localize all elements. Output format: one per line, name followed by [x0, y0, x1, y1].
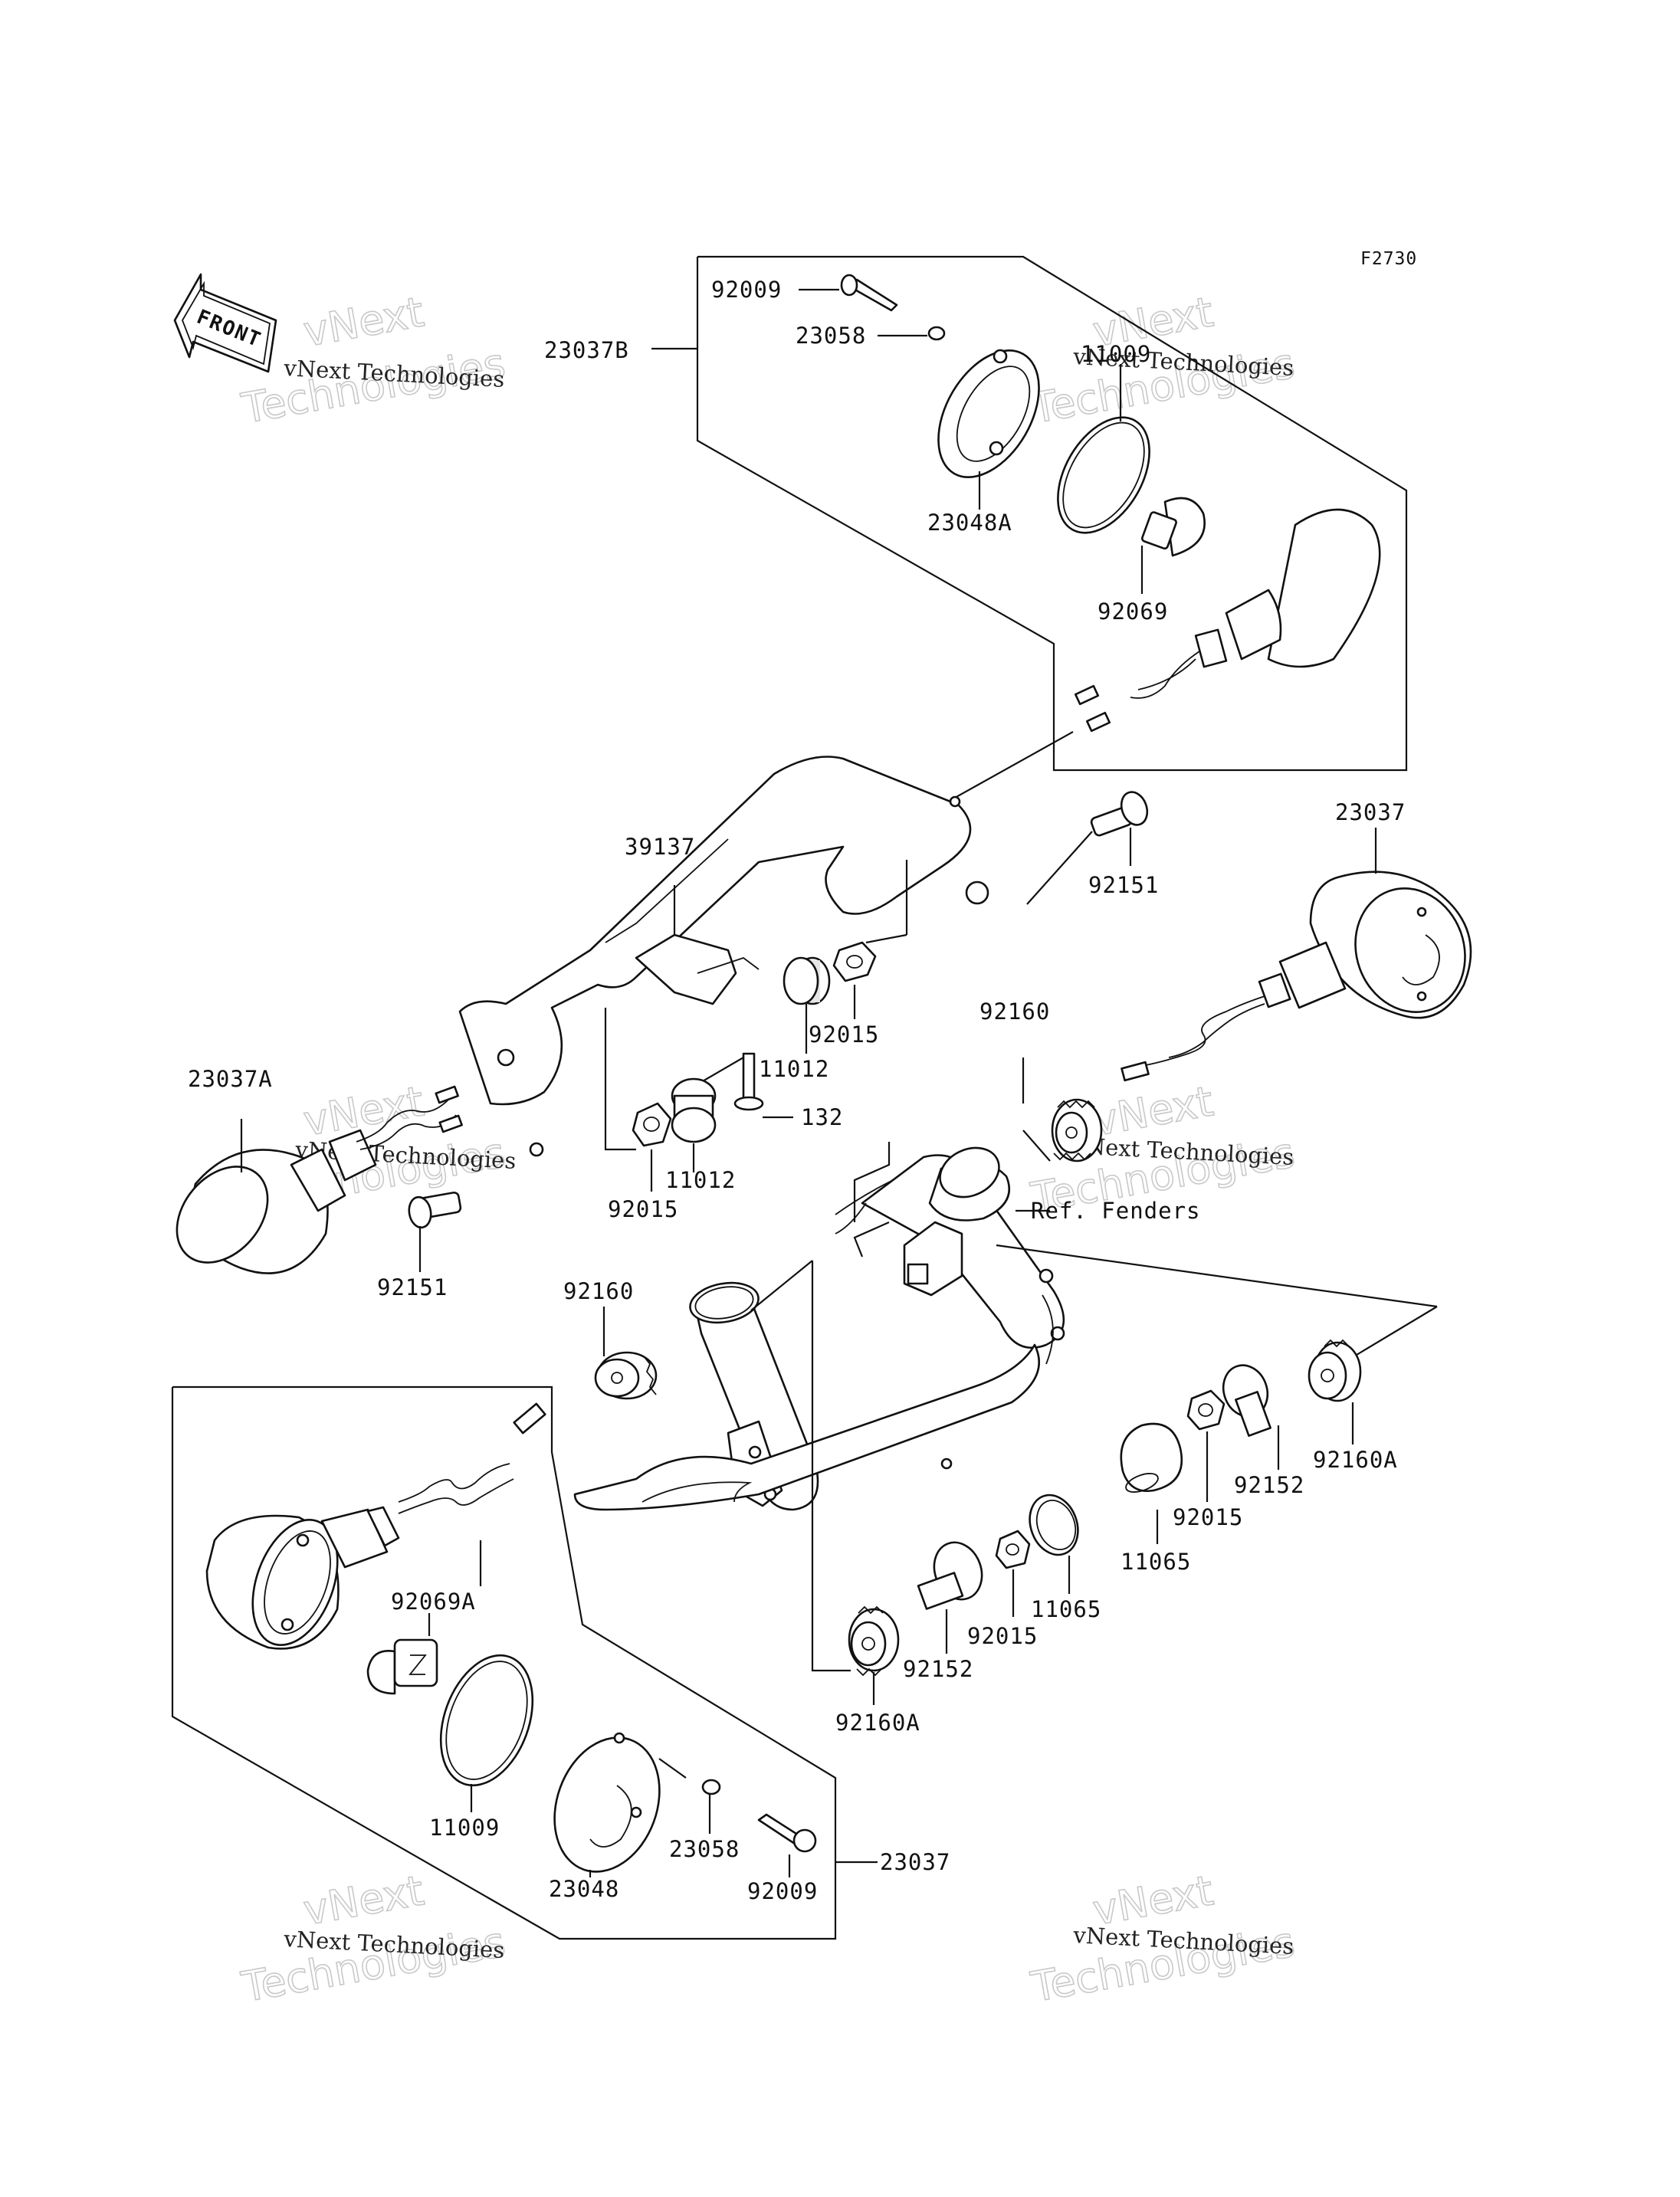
part-label-132: 132 — [801, 1104, 843, 1130]
part-label-92009: 92009 — [711, 277, 782, 303]
part-label-11009: 11009 — [429, 1815, 500, 1841]
bolt-92151-top — [1090, 791, 1149, 837]
part-label-92160: 92160 — [563, 1278, 634, 1304]
part-label-92152: 92152 — [1234, 1472, 1304, 1498]
part-label-11065: 11065 — [1031, 1596, 1101, 1622]
part-label-92015: 92015 — [608, 1196, 678, 1222]
cap-11065-upper — [1120, 1422, 1183, 1493]
lamp-body-23037 — [205, 1402, 546, 1650]
grommet-92160A-right — [1308, 1339, 1362, 1402]
leader — [811, 1261, 851, 1672]
watermark-bottom-left: vNext Technologies vNext Technologies — [238, 1866, 510, 2012]
part-label-23048A: 23048A — [927, 510, 1012, 536]
part-label-92151: 92151 — [377, 1274, 448, 1300]
watermark-big-line1: vNext — [300, 1866, 427, 1934]
lamp-23037-right — [1121, 871, 1472, 1082]
figure-code: F2730 — [1360, 249, 1417, 269]
part-label-92069: 92069 — [1098, 598, 1168, 625]
ring-11009-low — [439, 1654, 534, 1787]
sleeve-11012-lower — [671, 1077, 717, 1143]
nut-92015-upper — [832, 941, 877, 982]
nut-92015-mid — [632, 1102, 672, 1147]
bulb-92069A — [366, 1638, 438, 1695]
part-label-92151: 92151 — [1088, 872, 1159, 898]
grommet-92160A-low — [848, 1605, 900, 1677]
leader — [1026, 831, 1093, 905]
ring-11009-top — [1057, 416, 1150, 534]
part-label-23058: 23058 — [669, 1836, 740, 1862]
grommet-92160-right — [1051, 1098, 1103, 1162]
part-label-11012: 11012 — [665, 1167, 736, 1193]
part-label-23048: 23048 — [549, 1876, 619, 1902]
leader — [865, 933, 907, 944]
lamp-body-23037B — [1074, 508, 1381, 733]
part-label-11065: 11065 — [1121, 1549, 1191, 1575]
leader — [853, 1221, 890, 1258]
part-label-92015: 92015 — [809, 1021, 879, 1048]
part-label-92069A: 92069A — [391, 1589, 476, 1615]
part-label-39137: 39137 — [625, 834, 695, 860]
part-label-92160A: 92160A — [835, 1710, 920, 1736]
watermark-bottom-right: vNext Technologies vNext Technologies — [1027, 1866, 1299, 2012]
leader — [853, 1142, 891, 1222]
nut-23058-top — [927, 326, 946, 341]
part-label-92015: 92015 — [1173, 1504, 1243, 1530]
part-label-23037: 23037 — [880, 1849, 950, 1875]
watermark-top-left: vNext Technologies vNext Technologies — [238, 287, 510, 434]
part-label-23037B: 23037B — [544, 337, 629, 363]
leader — [996, 1244, 1438, 1308]
lens-23048A — [937, 349, 1040, 478]
sleeve-11012-upper — [783, 956, 831, 1005]
cap-11065-lower — [1029, 1494, 1079, 1556]
leader — [604, 1008, 636, 1151]
part-label-92015: 92015 — [967, 1623, 1038, 1649]
part-label-92152: 92152 — [903, 1656, 973, 1682]
watermark-big-line1: vNext — [300, 287, 427, 356]
leader — [1022, 1130, 1051, 1162]
assembly-outline-23037B — [696, 255, 1408, 772]
part-label-92009: 92009 — [747, 1878, 818, 1904]
part-label-92160A: 92160A — [1313, 1447, 1398, 1473]
watermark-top-right: vNext Technologies vNext Technologies — [1027, 287, 1299, 434]
screw-92009-top — [840, 274, 898, 312]
lens-23048 — [553, 1732, 661, 1873]
nut-23058-low — [701, 1779, 721, 1795]
bolt-132 — [733, 1052, 764, 1111]
assembly-outline-23037 — [171, 1385, 837, 1940]
leader — [701, 1057, 744, 1083]
fender-frame — [573, 1146, 1065, 1511]
part-label-23058: 23058 — [796, 323, 866, 349]
front-arrow-icon: FRONT — [173, 273, 277, 373]
nut-92015-low — [995, 1530, 1031, 1569]
lamp-23037A-left — [176, 1085, 463, 1274]
leader — [750, 1260, 813, 1311]
part-label-92160: 92160 — [979, 998, 1050, 1025]
part-label-11009: 11009 — [1081, 341, 1151, 367]
grommet-92160-left — [594, 1351, 658, 1400]
collar-92152-right — [1222, 1364, 1271, 1437]
bolt-92151-left — [408, 1191, 462, 1229]
collar-92152-low — [917, 1541, 983, 1610]
bulb-92069 — [1141, 497, 1206, 557]
ref-fenders-label: Ref. Fenders — [1031, 1198, 1201, 1224]
screw-92009-low — [757, 1813, 817, 1853]
part-label-23037: 23037 — [1335, 799, 1406, 825]
part-label-11012: 11012 — [759, 1056, 829, 1082]
nut-92015-right — [1186, 1389, 1226, 1431]
part-label-23037A: 23037A — [188, 1066, 273, 1092]
leader — [1340, 1306, 1438, 1365]
leader — [658, 1758, 687, 1779]
bracket-39137 — [458, 756, 989, 1157]
